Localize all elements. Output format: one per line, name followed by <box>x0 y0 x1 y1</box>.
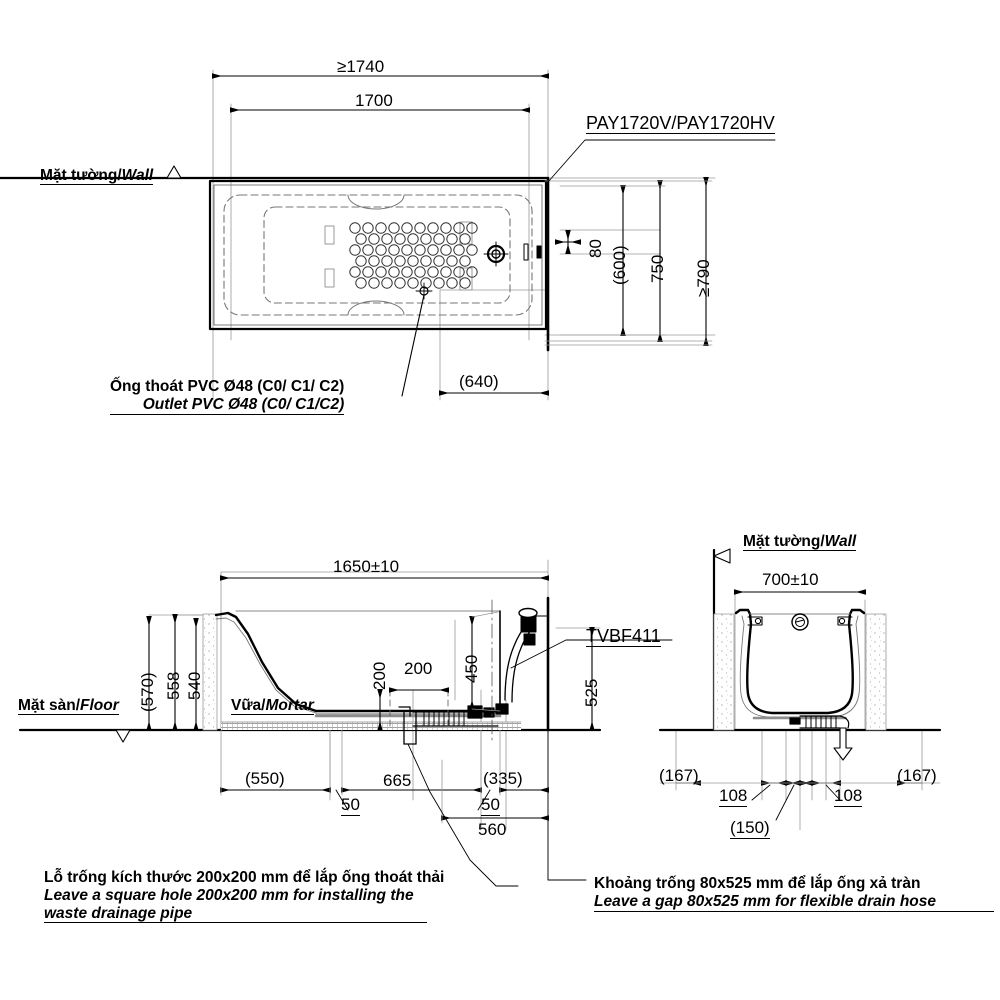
side-part-label: TVBF411 <box>586 626 661 647</box>
dim-step-right: 50 <box>481 795 500 816</box>
note-left-en-2: waste drainage pipe <box>44 905 428 924</box>
dim-hole-v: 200 <box>370 661 389 690</box>
end-section-geometry <box>658 548 942 831</box>
dim-pipe-right: 108 <box>834 786 863 807</box>
plan-part-label-text: PAY1720V/PAY1720HV <box>586 113 775 134</box>
mortar-label-en: Mortar <box>265 697 314 715</box>
dim-base-left: (550) <box>245 769 285 788</box>
wall-label-end-vn: Mặt tường/ <box>743 533 825 551</box>
dim-end-width: 700±10 <box>762 570 819 589</box>
side-part-label-text: TVBF411 <box>586 626 661 647</box>
dim-pipe-center: (150) <box>730 818 770 839</box>
dim-overall-depth: ≥790 <box>694 259 713 297</box>
mortar-label: Vữa/Mortar <box>231 697 314 715</box>
dim-overall-width: ≥1740 <box>337 57 385 76</box>
dim-tub-depth: 750 <box>648 254 667 283</box>
dim-base-right: (335) <box>483 769 523 788</box>
dim-total-right: 560 <box>478 820 507 839</box>
floor-label-vn: Mặt sàn/ <box>18 697 81 715</box>
outlet-note: Ống thoát PVC Ø48 (C0/ C1/ C2) Outlet PV… <box>110 378 345 415</box>
overflow-fitting <box>483 241 509 267</box>
outlet-note-vn: Ống thoát PVC Ø48 (C0/ C1/ C2) <box>110 378 345 395</box>
floor-label-en: Floor <box>80 697 119 715</box>
dim-height-body: 540 <box>185 671 204 700</box>
dim-gap-left: (167) <box>659 766 699 785</box>
dim-length: 1650±10 <box>333 557 400 576</box>
wall-label-plan-en: Wall <box>121 167 154 185</box>
plan-part-label: PAY1720V/PAY1720HV <box>586 113 775 134</box>
note-right-en: Leave a gap 80x525 mm for flexible drain… <box>594 893 994 912</box>
dim-height-overall: (570) <box>138 672 157 712</box>
dim-step-left: 50 <box>341 795 360 816</box>
plan-view-geometry <box>0 69 776 401</box>
note-left-vn: Lỗ trống kích thước 200x200 mm để lắp ốn… <box>44 869 445 886</box>
dim-pipe-left: 108 <box>719 786 748 807</box>
drain-cover <box>791 613 809 631</box>
wall-label-end-en: Wall <box>824 533 857 551</box>
note-left: Lỗ trống kích thước 200x200 mm để lắp ốn… <box>44 869 514 924</box>
dim-wall-offset: 80 <box>586 239 605 258</box>
wall-label-end: Mặt tường/Wall <box>743 533 857 551</box>
side-section-geometry <box>18 559 673 887</box>
dim-gap-h: 525 <box>582 678 601 707</box>
dim-overflow-h: 450 <box>462 654 481 683</box>
dim-inner-depth: (600) <box>610 245 629 285</box>
wall-label-plan-vn: Mặt tường/ <box>40 167 122 185</box>
dim-base-mid: 665 <box>383 771 412 790</box>
dim-gap-right: (167) <box>897 766 937 785</box>
note-right-vn: Khoảng trống 80x525 mm để lắp ống xả trà… <box>594 875 921 892</box>
dim-height-rim: 558 <box>164 671 183 700</box>
outlet-note-en: Outlet PVC Ø48 (C0/ C1/C2) <box>110 396 345 415</box>
dim-hole-h: 200 <box>404 659 433 678</box>
wall-label-plan: Mặt tường/Wall <box>40 167 154 185</box>
note-right: Khoảng trống 80x525 mm để lắp ống xả trà… <box>594 875 994 912</box>
floor-label: Mặt sàn/Floor <box>18 697 119 715</box>
mortar-label-vn: Vữa/ <box>231 697 266 715</box>
dim-drain-offset: (640) <box>459 372 499 391</box>
dim-tub-width: 1700 <box>355 91 393 110</box>
note-left-en-1: Leave a square hole 200x200 mm for insta… <box>44 886 414 904</box>
